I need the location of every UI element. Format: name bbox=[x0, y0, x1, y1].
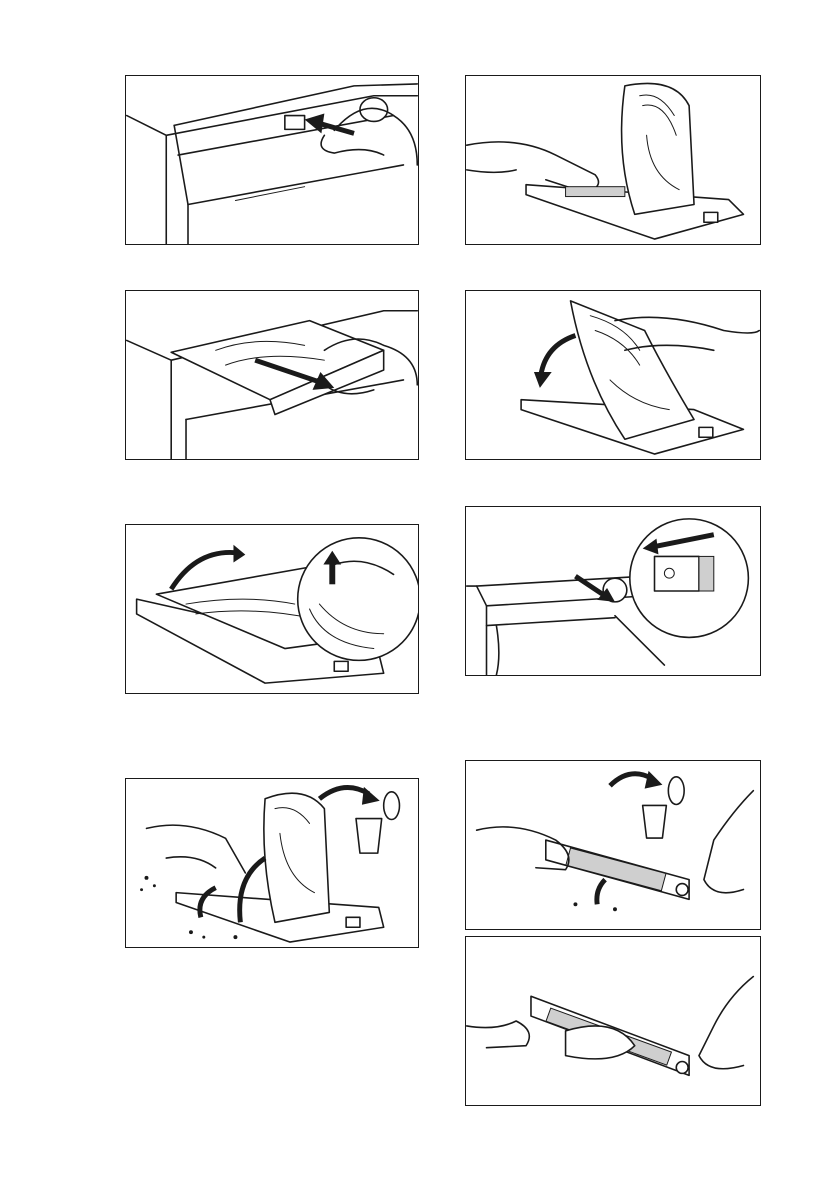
figure-remove-fluff-to-bin bbox=[125, 778, 419, 948]
drawer-pull-illustration bbox=[126, 291, 418, 459]
detail-circle bbox=[298, 538, 418, 661]
down-arrow-icon bbox=[541, 335, 576, 375]
filter-wipe-illustration bbox=[466, 937, 760, 1105]
to-bin-arrow-icon bbox=[319, 787, 368, 798]
trash-bin-icon bbox=[356, 819, 382, 854]
trash-bin-icon bbox=[643, 805, 667, 838]
fluff-arrow-icon bbox=[597, 880, 605, 905]
filter-mesh bbox=[566, 187, 625, 197]
figure-remove-fluff-from-filter bbox=[465, 760, 761, 930]
arrow-head-icon bbox=[645, 771, 663, 789]
filter-drawer-illustration bbox=[466, 76, 760, 244]
figure-wipe-filter-mesh bbox=[465, 936, 761, 1106]
appliance-door-illustration bbox=[126, 76, 418, 244]
fluff-removal-illustration bbox=[126, 779, 418, 947]
lower-filter-release-illustration bbox=[466, 507, 760, 675]
figure-clean-filter-drawer bbox=[465, 75, 761, 245]
cover-lift-illustration bbox=[126, 525, 418, 693]
figure-press-door-button bbox=[125, 75, 419, 245]
figure-close-filter-cover bbox=[465, 290, 761, 460]
figure-lift-filter-cover bbox=[125, 524, 419, 694]
arrow-head-icon bbox=[233, 545, 245, 563]
figure-pull-out-filter-drawer bbox=[125, 290, 419, 460]
arrow-head-icon bbox=[362, 787, 380, 805]
filter-fluff-illustration bbox=[466, 761, 760, 929]
cover-close-illustration bbox=[466, 291, 760, 459]
figure-release-lower-filter bbox=[465, 506, 761, 676]
arrow-head-icon bbox=[534, 372, 552, 388]
